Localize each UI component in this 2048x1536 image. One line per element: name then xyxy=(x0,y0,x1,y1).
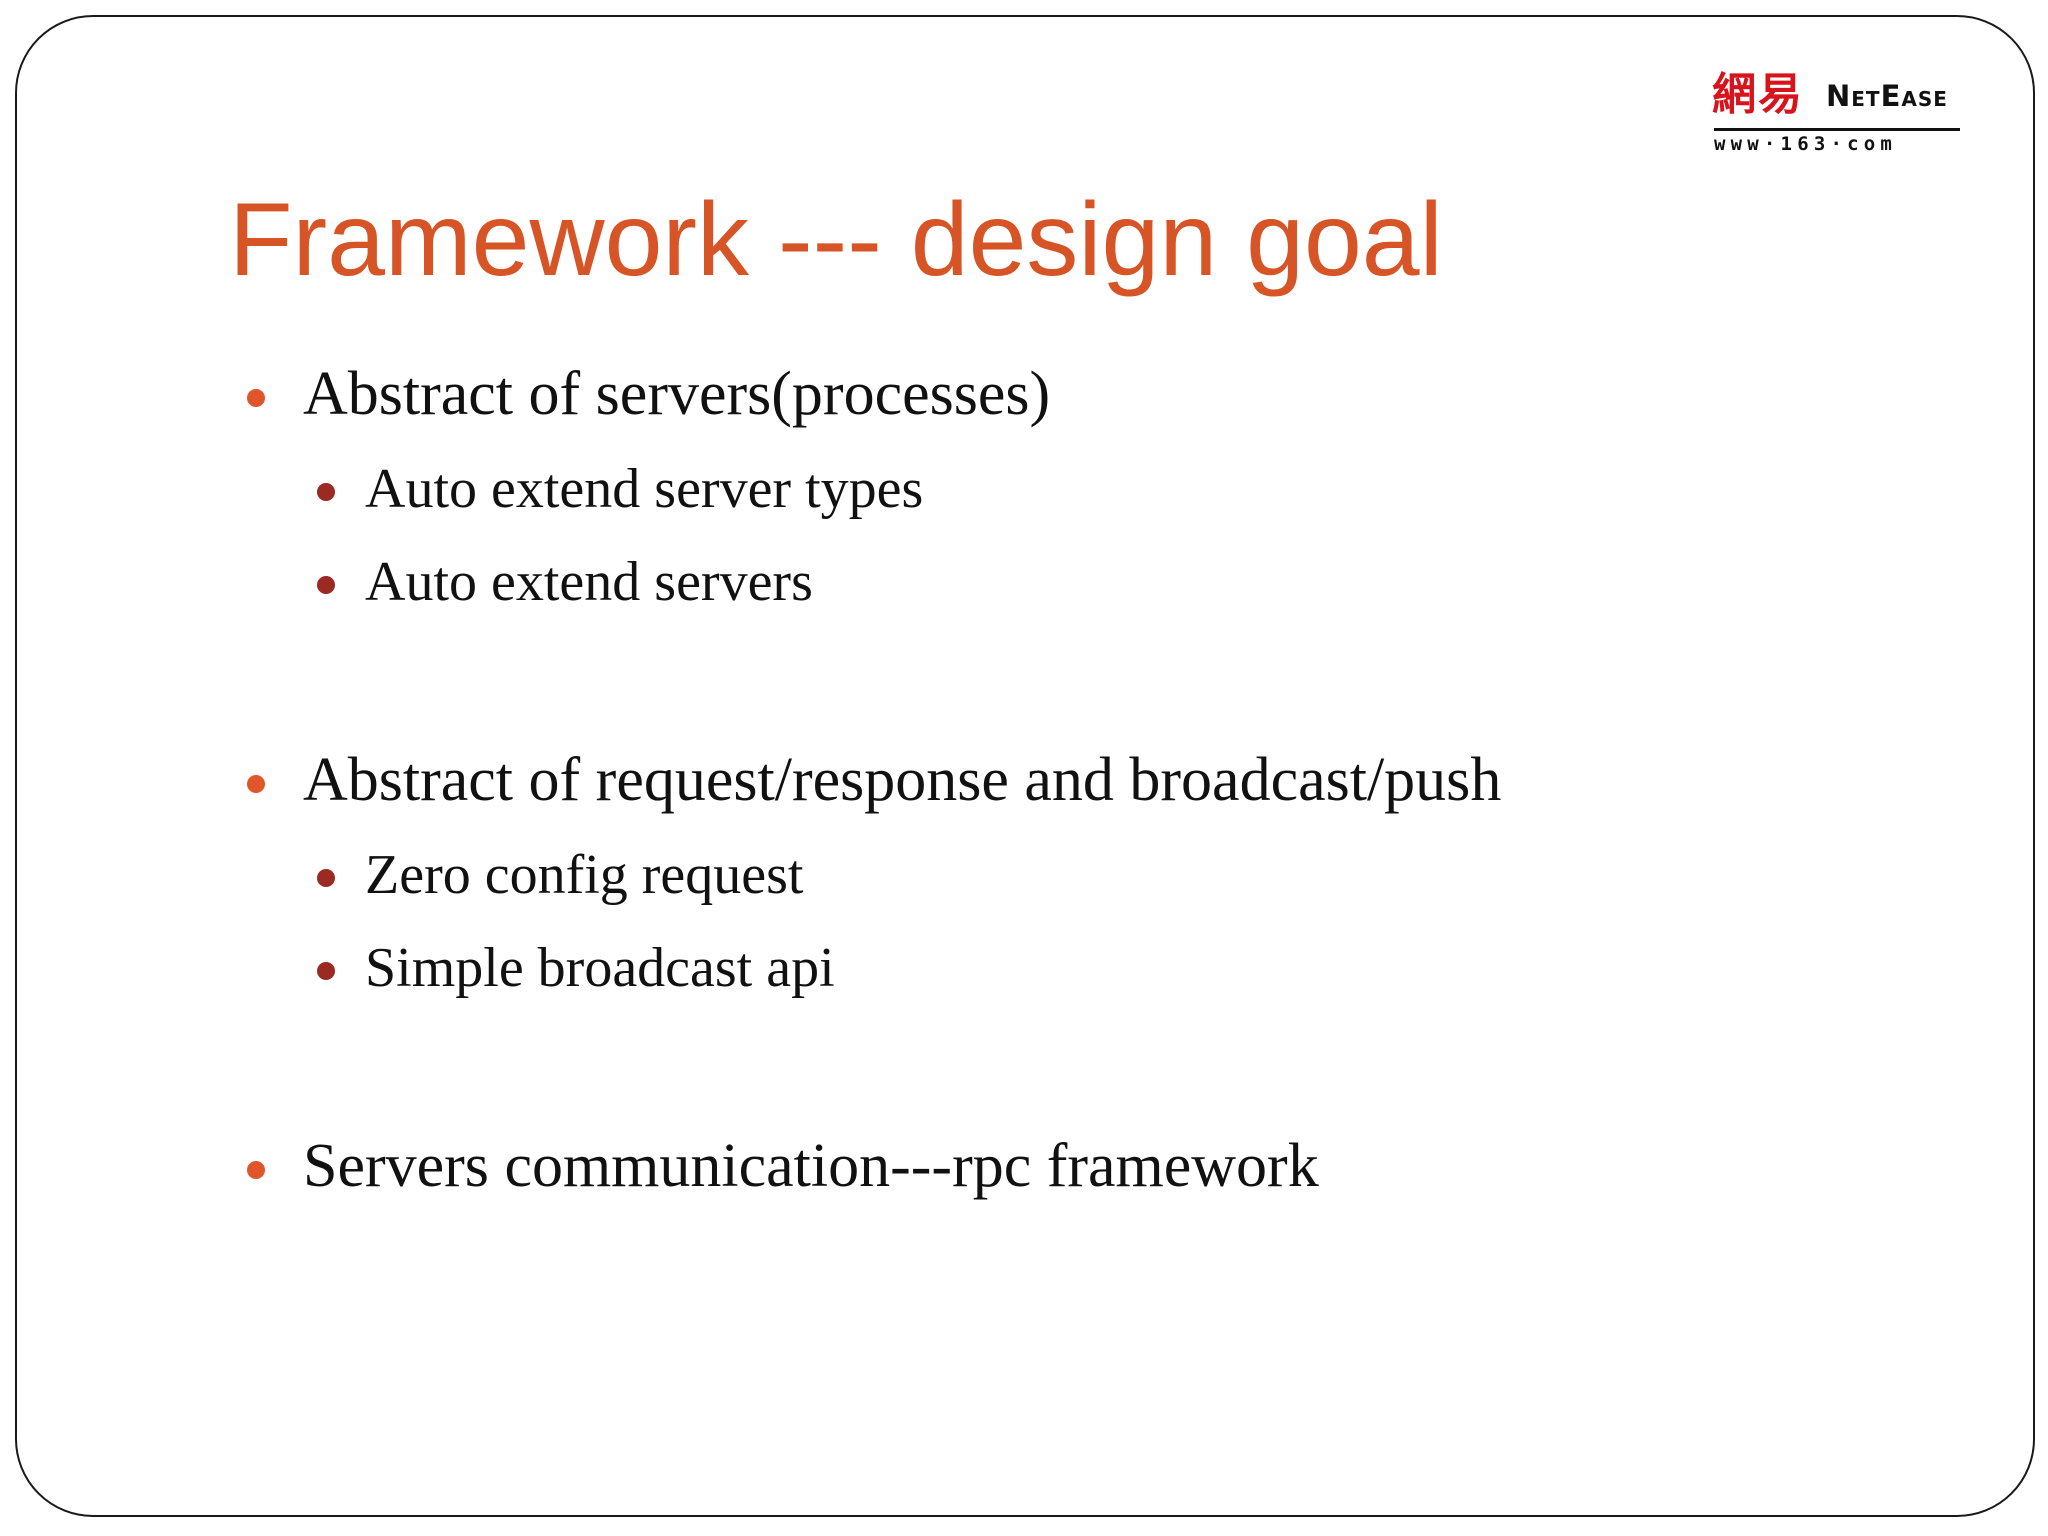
logo-url-text: www·163·com xyxy=(1714,133,1898,155)
sub-bullet-text: Zero config request xyxy=(365,844,804,906)
bullet-dot-icon xyxy=(247,775,265,793)
bullet-text: Abstract of servers(processes) xyxy=(303,360,1051,428)
bullet-dot-icon xyxy=(247,1161,265,1179)
bullet-dot-icon xyxy=(247,389,265,407)
sub-bullet-text: Auto extend server types xyxy=(365,458,924,520)
sub-bullet-dot-icon xyxy=(317,483,335,501)
netease-logo: 網易 NetEase www·163·com xyxy=(1712,69,1970,165)
logo-divider xyxy=(1714,128,1960,131)
slide: 網易 NetEase www·163·com Framework --- des… xyxy=(15,15,2035,1517)
sub-bullet-text: Auto extend servers xyxy=(365,551,813,613)
sub-bullet-dot-icon xyxy=(317,869,335,887)
slide-title: Framework --- design goal xyxy=(229,182,1443,298)
sub-bullet-dot-icon xyxy=(317,962,335,980)
bullet-text: Servers communication---rpc framework xyxy=(303,1132,1319,1200)
sub-bullet-text: Simple broadcast api xyxy=(365,937,835,999)
sub-bullet-dot-icon xyxy=(317,576,335,594)
bullet-text: Abstract of request/response and broadca… xyxy=(303,746,1502,814)
logo-chinese-text: 網易 xyxy=(1712,69,1804,120)
logo-english-text: NetEase xyxy=(1826,79,1948,113)
